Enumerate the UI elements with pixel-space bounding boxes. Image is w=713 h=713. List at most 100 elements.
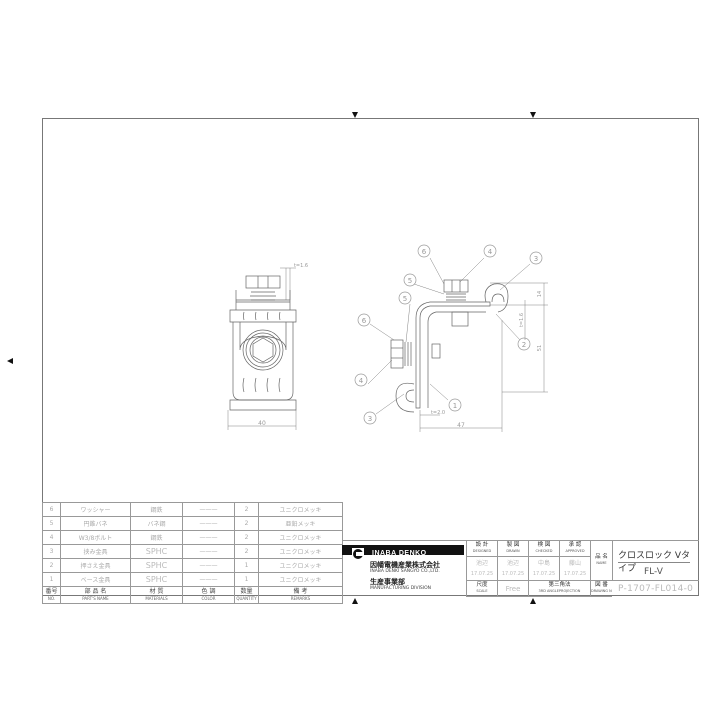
part-material: SPHC [130, 572, 183, 587]
title-underline [618, 562, 690, 563]
part-quantity: 2 [234, 544, 259, 559]
part-remarks: ユニクロメッキ [258, 530, 343, 545]
part-name: 円錐バネ [60, 516, 131, 531]
scale-value: Free [497, 581, 528, 597]
part-name: W3/8ボルト [60, 530, 131, 545]
part-no: 3 [42, 544, 61, 559]
table-row: 6 ワッシャー 鋼鉄 ——— 2 ユニクロメッキ [42, 502, 343, 517]
svg-text:5: 5 [403, 295, 407, 303]
part-color: ——— [182, 544, 235, 559]
part-material: SPHC [130, 558, 183, 573]
center-marker-top-right [530, 112, 536, 118]
part-name: ベース金具 [60, 572, 131, 587]
svg-text:6: 6 [422, 248, 427, 256]
part-remarks: ユニクロメッキ [258, 572, 343, 587]
part-color: ——— [182, 558, 235, 573]
svg-text:t=1.6: t=1.6 [519, 313, 525, 327]
product-title-area [612, 541, 699, 581]
table-row: 3 挟み金具 SPHC ——— 2 ユニクロメッキ [42, 544, 343, 559]
part-no: 2 [42, 558, 61, 573]
part-no: 5 [42, 516, 61, 531]
part-quantity: 1 [234, 572, 259, 587]
part-remarks: ユニクロメッキ [258, 558, 343, 573]
part-color: ——— [182, 530, 235, 545]
side-view [367, 257, 548, 432]
center-marker-top-left [352, 112, 358, 118]
parts-list-table: 6 ワッシャー 鋼鉄 ——— 2 ユニクロメッキ 5 円錐バネ バネ鋼 ——— … [42, 502, 343, 604]
svg-text:3: 3 [534, 255, 538, 263]
part-remarks: ユニクロメッキ [258, 502, 343, 517]
part-remarks: ユニクロメッキ [258, 544, 343, 559]
part-no: 6 [42, 502, 61, 517]
svg-text:47: 47 [457, 422, 465, 429]
part-name: ワッシャー [60, 502, 131, 517]
front-view [227, 267, 297, 430]
company-name-en: INABA DENKI SANGYO CO.,LTD. [370, 569, 440, 574]
svg-text:6: 6 [362, 317, 367, 325]
svg-text:4: 4 [488, 248, 493, 256]
svg-text:2: 2 [522, 341, 526, 349]
table-row: 1 ベース金具 SPHC ——— 1 ユニクロメッキ [42, 572, 343, 587]
part-color: ——— [182, 516, 235, 531]
center-marker-bottom-right [530, 598, 536, 604]
division-en: MANUFACTURING DIVISION [370, 586, 432, 591]
svg-text:5: 5 [408, 277, 412, 285]
svg-text:14: 14 [537, 291, 543, 297]
svg-text:40: 40 [258, 420, 266, 427]
product-name: クロスロック Vタイプ [618, 551, 691, 574]
svg-text:3: 3 [368, 415, 372, 423]
drawing-number: P-1707-FL014-0 [618, 584, 694, 594]
title-block: INABA DENKO 因幡電機産業株式会社 INABA DENKI SANGY… [342, 540, 699, 597]
svg-text:t=2.0: t=2.0 [431, 410, 445, 416]
part-material: バネ鋼 [130, 516, 183, 531]
part-material: 鋼鉄 [130, 502, 183, 517]
drawing-frame [42, 118, 699, 596]
part-color: ——— [182, 572, 235, 587]
part-quantity: 2 [234, 502, 259, 517]
part-name: 押さえ金具 [60, 558, 131, 573]
svg-text:1: 1 [453, 402, 457, 410]
table-row: 2 押さえ金具 SPHC ——— 1 ユニクロメッキ [42, 558, 343, 573]
company-logo-icon [352, 548, 364, 560]
part-quantity: 2 [234, 530, 259, 545]
part-material: 鋼鉄 [130, 530, 183, 545]
part-name: 挟み金具 [60, 544, 131, 559]
table-row: 4 W3/8ボルト 鋼鉄 ——— 2 ユニクロメッキ [42, 530, 343, 545]
svg-text:51: 51 [537, 345, 543, 351]
part-color: ——— [182, 502, 235, 517]
part-material: SPHC [130, 544, 183, 559]
svg-text:4: 4 [359, 377, 364, 385]
part-quantity: 1 [234, 558, 259, 573]
center-marker-left [7, 358, 13, 364]
part-no: 1 [42, 572, 61, 587]
part-quantity: 2 [234, 516, 259, 531]
svg-text:t=1.6: t=1.6 [294, 263, 308, 269]
center-marker-bottom-left [352, 598, 358, 604]
brand-name: INABA DENKO [372, 550, 427, 557]
part-remarks: 亜鉛メッキ [258, 516, 343, 531]
table-row: 5 円錐バネ バネ鋼 ——— 2 亜鉛メッキ [42, 516, 343, 531]
brand-bar: INABA DENKO [342, 545, 464, 560]
division-jp: 生産事業部 [370, 578, 405, 586]
product-code: FL-V [644, 567, 663, 577]
